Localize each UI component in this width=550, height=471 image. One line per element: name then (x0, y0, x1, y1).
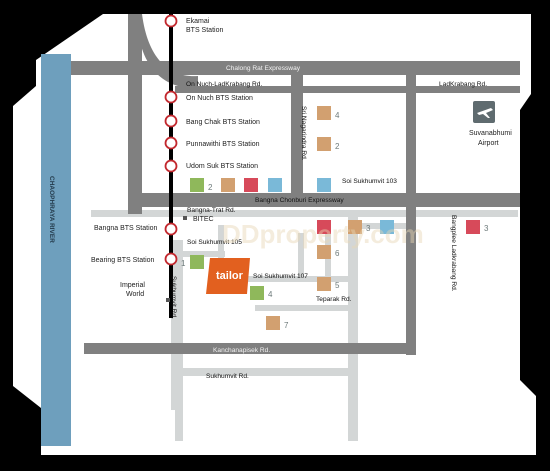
shop-icon (317, 277, 331, 291)
shop-icon (317, 245, 331, 259)
poi-number: 1 (181, 259, 186, 268)
station-label-onnut: On Nuch BTS Station (186, 95, 253, 102)
road-label-srinagarindra: Sri Nagarindra Rd. (300, 106, 307, 161)
road-label-teparak: Teparak Rd. (316, 296, 352, 303)
road-label-kanchanapisek: Kanchanapisek Rd. (213, 347, 270, 354)
station-label-punnawithi: Punnawithi BTS Station (186, 141, 260, 148)
poi-number: 5 (335, 281, 340, 290)
hospital-icon (244, 178, 258, 192)
station-label-bangchak: Bang Chak BTS Station (186, 119, 260, 126)
school-icon (268, 178, 282, 192)
place-label-airport-2: Airport (478, 140, 499, 147)
poi-number: 2 (208, 183, 213, 192)
road-label-onnut-ladkrabang: On Nuch-LadKrabang Rd. (186, 81, 262, 88)
station-label-ekamai-1: Ekamai (186, 18, 210, 25)
park-icon (250, 286, 264, 300)
poi-number: 4 (268, 290, 273, 299)
park-icon (190, 255, 204, 269)
poi-number: 3 (484, 224, 489, 233)
road-label-bangna-trat: Bangna-Trat Rd. (187, 207, 236, 214)
bts-station-marker (164, 114, 178, 128)
shop-icon (317, 106, 331, 120)
place-label-imperial-2: World (126, 291, 144, 298)
bts-station-marker (164, 222, 178, 236)
minor-roads (91, 210, 518, 441)
station-label-bearing: Bearing BTS Station (91, 257, 155, 264)
bts-station-marker (164, 159, 178, 173)
imperial-marker (166, 298, 170, 302)
poi-markers (190, 106, 480, 330)
station-label-udomsuk: Udom Suk BTS Station (186, 163, 258, 170)
poi-number: 4 (335, 111, 340, 120)
park-icon (190, 178, 204, 192)
bts-station-markers (164, 14, 178, 266)
poi-number: 7 (284, 321, 289, 330)
bitec-marker (183, 216, 187, 220)
bts-station-marker (164, 136, 178, 150)
bts-station-marker (164, 14, 178, 28)
main-roads (71, 14, 520, 355)
shop-icon (221, 178, 235, 192)
shop-icon (348, 220, 362, 234)
poi-number: 6 (335, 249, 340, 258)
river-label: CHAOPHRAYA RIVER (48, 176, 55, 243)
station-label-bangna: Bangna BTS Station (94, 225, 158, 232)
plane-icon (477, 108, 493, 118)
poi-numbers: 4 2 3 6 5 7 3 2 1 4 (181, 111, 489, 330)
poi-number: 2 (335, 142, 340, 151)
school-icon (380, 220, 394, 234)
place-label-imperial-1: Imperial (120, 282, 145, 289)
school-icon (317, 178, 331, 192)
place-label-bitec: BITEC (193, 216, 214, 223)
road-label-soi-105: Soi Sukhumvit 105 (187, 239, 242, 246)
shop-icon (266, 316, 280, 330)
chaophraya-river (41, 54, 71, 446)
road-label-sukhumvit-h: Sukhumvit Rd. (206, 373, 249, 380)
road-label-soi-107: Soi Sukhumvit 107 (253, 273, 308, 280)
project-logo-text: tailor (216, 270, 244, 282)
road-label-chalong-rat: Chalong Rat Expressway (226, 65, 301, 72)
road-label-sukhumvit-v: Sukhumvit Rd. (170, 276, 177, 319)
station-label-ekamai-2: BTS Station (186, 27, 223, 34)
hospital-icon (466, 220, 480, 234)
watermark: DDproperty.com (222, 219, 424, 249)
place-label-airport-1: Suvanabhumi (469, 130, 512, 137)
shop-icon (317, 137, 331, 151)
project-logo (206, 258, 250, 294)
bts-station-marker (164, 90, 178, 104)
poi-number: 3 (366, 224, 371, 233)
road-label-bangna-chonburi: Bangna Chonburi Expressway (255, 197, 344, 204)
bts-station-marker (164, 252, 178, 266)
road-label-soi-103: Soi Sukhumvit 103 (342, 178, 397, 185)
road-label-ladkrabang: LadKrabang Rd. (439, 81, 487, 88)
hospital-icon (317, 220, 331, 234)
road-label-bangplee: Bangplee Ladkrabang Rd. (450, 215, 457, 292)
